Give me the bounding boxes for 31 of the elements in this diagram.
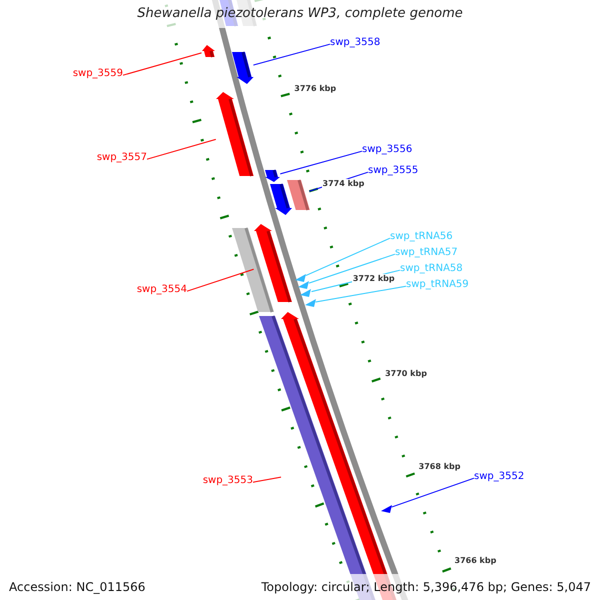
gene-label: swp_3552 bbox=[474, 471, 524, 483]
leader-line bbox=[305, 238, 390, 276]
info-text: Accession: NC_011566 bbox=[9, 579, 146, 596]
leader-line bbox=[122, 52, 202, 76]
leader-line bbox=[280, 150, 362, 174]
gene-label: swp_tRNA59 bbox=[406, 279, 469, 291]
gene-label: swp_3554 bbox=[136, 284, 187, 296]
diagram-title: Shewanella piezotolerans WP3, complete genome bbox=[137, 5, 463, 24]
position-label: 3776 kbp bbox=[293, 84, 338, 94]
info-text: Topology: circular; Length: 5,396,476 bp; Genes: 5,047 bbox=[261, 579, 591, 596]
gene-label: swp_tRNA57 bbox=[395, 247, 458, 259]
leader-line bbox=[186, 268, 254, 292]
leader-line bbox=[391, 478, 474, 508]
gene-label: swp_3559 bbox=[72, 68, 123, 80]
position-label: 3768 kbp bbox=[418, 462, 462, 472]
leader-line bbox=[146, 138, 216, 160]
position-label: 3774 kbp bbox=[322, 179, 366, 189]
gene-label: swp_3553 bbox=[202, 475, 253, 487]
gene-label: swp_3558 bbox=[330, 37, 380, 49]
leader-line bbox=[252, 44, 330, 66]
position-label: 3770 kbp bbox=[384, 369, 428, 379]
leader-line bbox=[252, 476, 282, 483]
gene-label: swp_3557 bbox=[96, 152, 147, 164]
gene-label: swp_3555 bbox=[368, 165, 418, 177]
gene-label: swp_tRNA56 bbox=[390, 231, 453, 243]
gene-label: swp_3556 bbox=[362, 144, 412, 156]
position-label: 3772 kbp bbox=[352, 274, 396, 284]
leader-line bbox=[308, 254, 396, 284]
leader-line bbox=[315, 286, 406, 303]
gene-label: swp_tRNA58 bbox=[400, 263, 463, 275]
position-label: 3766 kbp bbox=[454, 556, 498, 566]
